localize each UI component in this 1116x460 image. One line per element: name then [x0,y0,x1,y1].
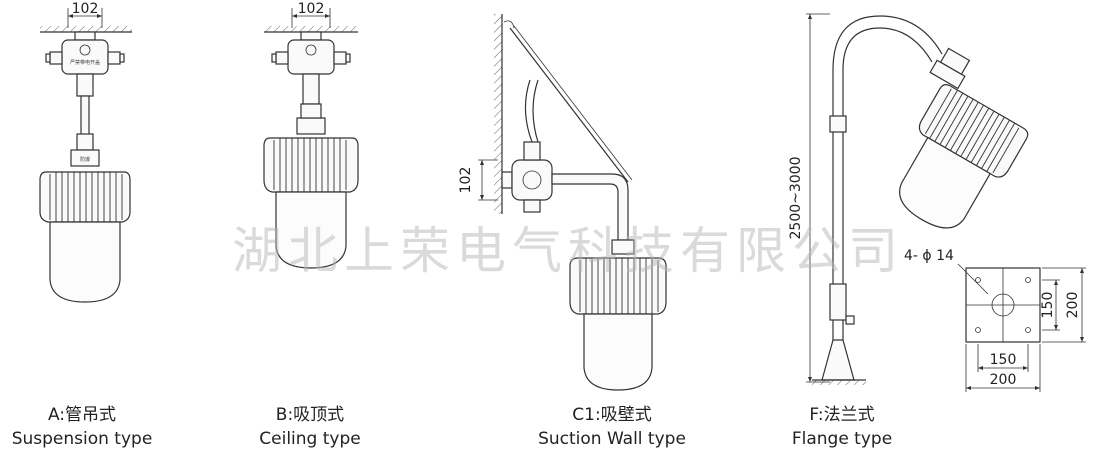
captions: A:管吊式 Suspension type B:吸顶式 Ceiling type… [12,405,892,449]
hole-spec: 4- ϕ 14 [904,248,954,264]
flange-type-drawing: 2500~3000 [788,13,1029,385]
caption-flange-code: F:法兰式 [809,405,874,425]
flange-plate-detail: 4- ϕ 14 150 200 150 200 [904,248,1086,392]
wall-dimension: 102 [458,167,474,194]
plate-inner-width: 150 [990,352,1017,368]
caption-ceiling-name: Ceiling type [259,429,360,449]
ceiling-type-drawing: 102 [263,1,359,269]
ceiling-dimension: 102 [298,1,325,17]
plate-inner-height: 150 [1040,292,1056,319]
cooling-fins [579,258,659,314]
caption-suspension-code: A:管吊式 [48,405,116,425]
caption-suspension-name: Suspension type [12,429,153,449]
caption-wall-code: C1:吸壁式 [572,405,651,425]
suspension-type-drawing: 102 严禁带电开盖 防爆 [39,1,132,303]
plate-outer-width: 200 [990,372,1017,388]
flange-height-dimension: 2500~3000 [788,157,804,240]
watermark: 湖北上荣电气科技有限公司 [232,222,904,280]
suction-wall-type-drawing: 102 [458,14,667,391]
caption-wall-name: Suction Wall type [538,429,686,449]
cooling-fins [49,172,123,222]
plate-outer-height: 200 [1065,292,1081,319]
cooling-fins [924,88,1020,174]
suspension-dimension: 102 [72,1,99,17]
caption-flange-name: Flange type [792,429,892,449]
caption-ceiling-code: B:吸顶式 [276,405,344,425]
junction-box-text: 严禁带电开盖 [70,59,100,66]
box-label: 防爆 [80,156,90,163]
cooling-fins [273,138,347,192]
